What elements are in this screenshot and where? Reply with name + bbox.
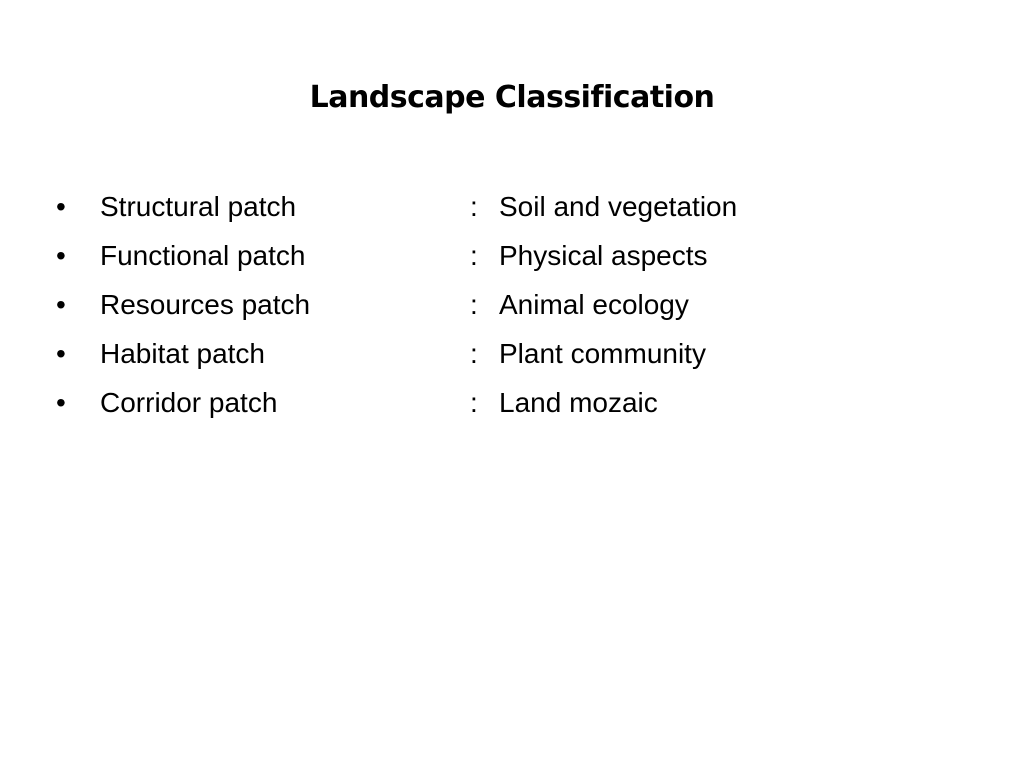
list-item: • Resources patch : Animal ecology bbox=[56, 280, 956, 329]
item-separator: : bbox=[470, 338, 478, 369]
bullet-icon: • bbox=[56, 289, 66, 320]
item-term: Functional patch bbox=[100, 240, 306, 271]
item-separator: : bbox=[470, 387, 478, 418]
item-description: Animal ecology bbox=[499, 289, 689, 320]
list-item: • Functional patch : Physical aspects bbox=[56, 231, 956, 280]
item-description: Soil and vegetation bbox=[499, 191, 738, 222]
item-term: Corridor patch bbox=[100, 387, 278, 418]
slide-title: Landscape Classification bbox=[309, 80, 715, 115]
item-term: Habitat patch bbox=[100, 338, 265, 369]
item-description: Physical aspects bbox=[499, 240, 708, 271]
bullet-icon: • bbox=[56, 240, 66, 271]
item-separator: : bbox=[470, 191, 478, 222]
list-item: • Habitat patch : Plant community bbox=[56, 329, 956, 378]
bullet-icon: • bbox=[56, 338, 66, 369]
item-separator: : bbox=[470, 240, 478, 271]
bullet-icon: • bbox=[56, 387, 66, 418]
item-term: Resources patch bbox=[100, 289, 311, 320]
bullet-list: • Structural patch : Soil and vegetation… bbox=[56, 182, 956, 427]
item-term: Structural patch bbox=[100, 191, 297, 222]
list-item: • Structural patch : Soil and vegetation bbox=[56, 182, 956, 231]
item-separator: : bbox=[470, 289, 478, 320]
item-description: Land mozaic bbox=[499, 387, 658, 418]
list-item: • Corridor patch : Land mozaic bbox=[56, 378, 956, 427]
bullet-icon: • bbox=[56, 191, 66, 222]
item-description: Plant community bbox=[499, 338, 706, 369]
